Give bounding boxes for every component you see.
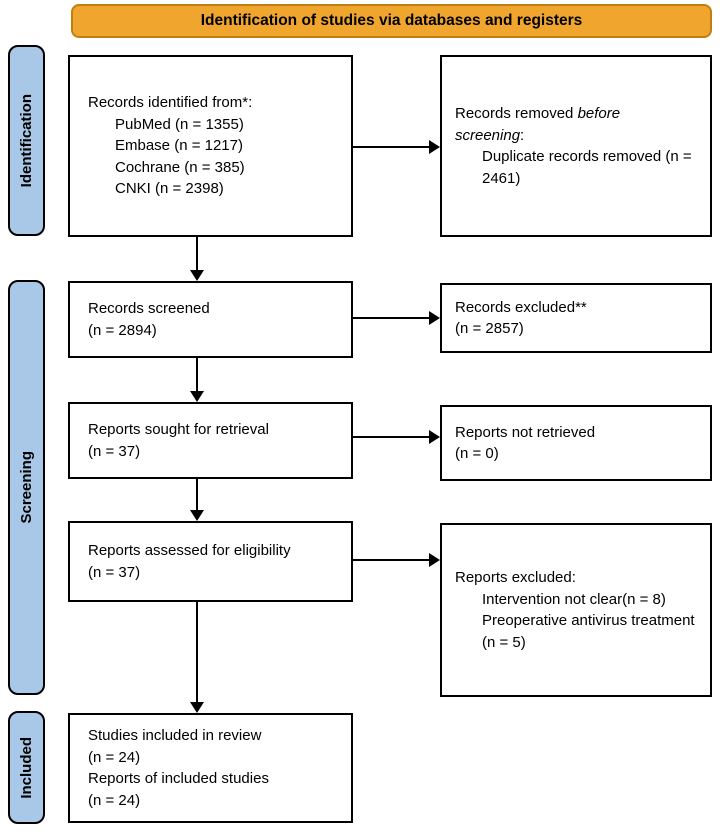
arrow-head-icon <box>190 391 204 402</box>
records-screened-count: (n = 2894) <box>88 321 157 339</box>
reports-excluded-item: Preoperative antivirus treatment (n = 5) <box>482 612 695 651</box>
stage-label-included: Included <box>8 711 45 824</box>
arrow-head-icon <box>429 140 440 154</box>
diagram-header: Identification of studies via databases … <box>71 4 712 38</box>
stage-label-identification-text: Identification <box>18 93 35 188</box>
records-removed-title: Records removed before screening: <box>455 105 621 144</box>
reports-sought-box: Reports sought for retrieval (n = 37) <box>68 402 353 479</box>
reports-assessed-line: Reports assessed for eligibility <box>88 542 291 559</box>
reports-included-count: (n = 24) <box>88 791 141 809</box>
records-identified-item: Cochrane (n = 385) <box>115 158 245 176</box>
reports-not-retrieved-line: Reports not retrieved <box>455 423 596 441</box>
studies-included-box: Studies included in review (n = 24) Repo… <box>68 713 353 823</box>
stage-label-identification: Identification <box>8 45 45 236</box>
records-excluded-line: Records excluded** <box>455 298 587 316</box>
studies-included-line: Studies included in review <box>88 727 262 744</box>
arrow-right-screened-to-excluded <box>353 311 440 325</box>
reports-not-retrieved-box: Reports not retrieved (n = 0) <box>440 405 712 481</box>
records-removed-item: Duplicate records removed (n = 2461) <box>482 148 692 187</box>
arrow-down-screened-to-sought <box>190 358 204 402</box>
records-screened-line: Records screened <box>88 300 210 317</box>
diagram-header-title: Identification of studies via databases … <box>200 12 583 29</box>
arrow-right-identified-to-removed <box>353 140 440 154</box>
reports-excluded-item: Intervention not clear(n = 8) <box>482 590 666 608</box>
reports-included-line: Reports of included studies <box>88 770 269 787</box>
records-identified-item: CNKI (n = 2398) <box>115 180 224 198</box>
reports-excluded-title: Reports excluded: <box>455 569 576 586</box>
reports-sought-count: (n = 37) <box>88 442 141 460</box>
records-excluded-count: (n = 2857) <box>455 320 524 337</box>
arrow-down-identified-to-screened <box>190 237 204 281</box>
arrow-head-icon <box>190 270 204 281</box>
records-screened-box: Records screened (n = 2894) <box>68 281 353 358</box>
arrow-head-icon <box>190 702 204 713</box>
arrow-down-assessed-to-included <box>190 602 204 713</box>
arrow-head-icon <box>429 311 440 325</box>
records-identified-title: Records identified from*: <box>88 94 253 112</box>
reports-assessed-count: (n = 37) <box>88 563 141 581</box>
stage-label-screening-text: Screening <box>18 451 35 524</box>
arrow-head-icon <box>190 510 204 521</box>
reports-assessed-box: Reports assessed for eligibility (n = 37… <box>68 521 353 602</box>
studies-included-count: (n = 24) <box>88 748 141 766</box>
stage-label-included-text: Included <box>18 736 35 799</box>
records-identified-item: Embase (n = 1217) <box>115 137 243 155</box>
records-identified-item: PubMed (n = 1355) <box>115 115 244 133</box>
arrow-right-assessed-to-reports-excluded <box>353 553 440 567</box>
records-removed-box: Records removed before screening: Duplic… <box>440 55 712 237</box>
arrow-head-icon <box>429 430 440 444</box>
arrow-down-sought-to-assessed <box>190 479 204 521</box>
arrow-head-icon <box>429 553 440 567</box>
records-excluded-box: Records excluded** (n = 2857) <box>440 283 712 353</box>
reports-sought-line: Reports sought for retrieval <box>88 421 269 438</box>
reports-excluded-box: Reports excluded: Intervention not clear… <box>440 523 712 697</box>
arrow-right-sought-to-not-retrieved <box>353 430 440 444</box>
reports-not-retrieved-count: (n = 0) <box>455 445 499 462</box>
records-identified-box: Records identified from*: PubMed (n = 13… <box>68 55 353 237</box>
stage-label-screening: Screening <box>8 280 45 695</box>
